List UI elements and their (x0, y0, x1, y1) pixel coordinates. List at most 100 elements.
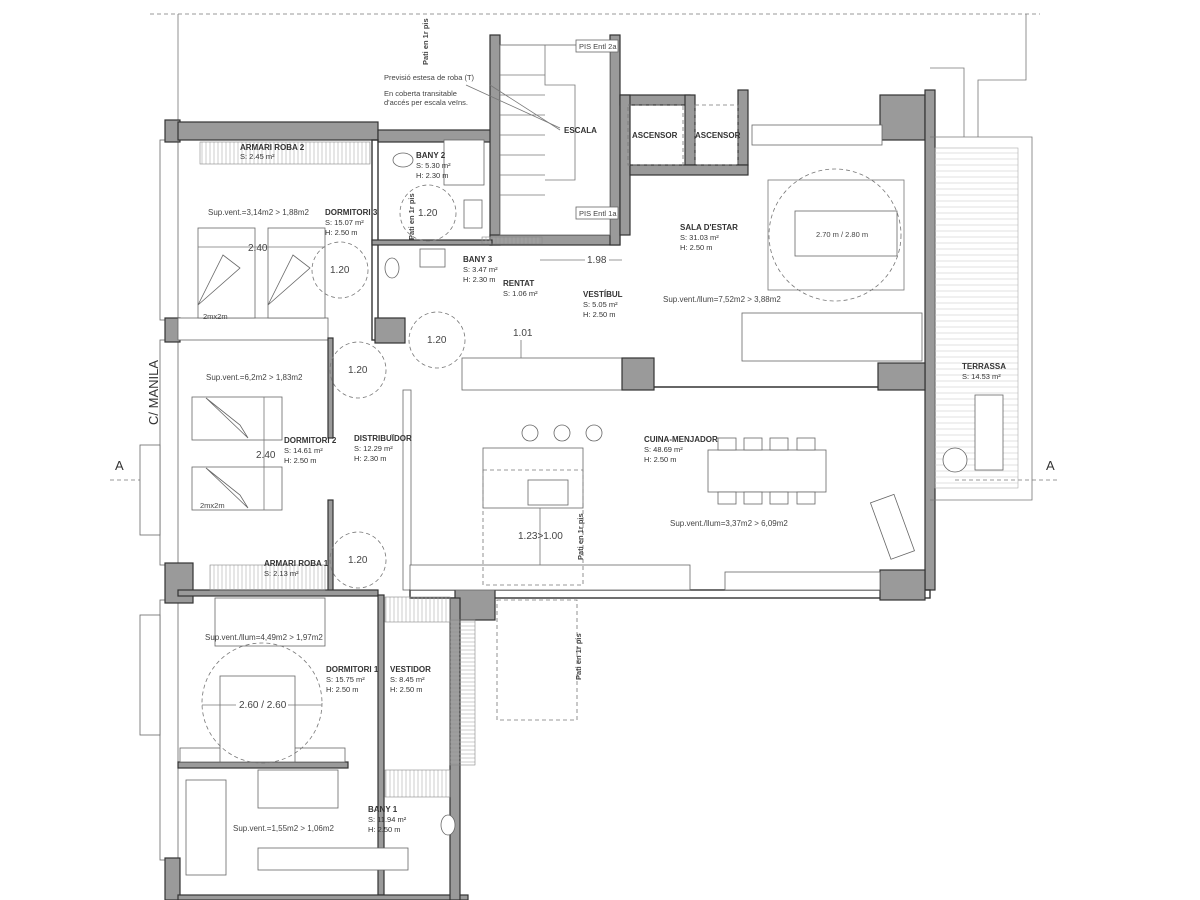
room-bany-3: BANY 3S: 3.47 m²H: 2.30 m (463, 255, 498, 284)
stool (553, 424, 571, 442)
pis-2a-label: PIS Entl 2a (579, 42, 617, 51)
dining-table (707, 449, 827, 493)
svg-text:DORMITORI 1: DORMITORI 1 (326, 665, 379, 674)
turning-circles (201, 184, 466, 764)
ventilation-note: Sup.vent.=3,14m2 > 1,88m2 (208, 208, 310, 217)
svg-text:SALA D'ESTAR: SALA D'ESTAR (680, 223, 738, 232)
svg-text:ARMARI ROBA 1: ARMARI ROBA 1 (264, 559, 329, 568)
pis-1a-tag (575, 206, 619, 220)
dimension-bg (236, 698, 288, 710)
svg-text:VESTIDOR: VESTIDOR (390, 665, 431, 674)
svg-text:DORMITORI 3: DORMITORI 3 (325, 208, 378, 217)
svg-text:S: 11.94 m²: S: 11.94 m² (368, 815, 407, 824)
bed-size-label: 2mx2m (200, 501, 225, 510)
bed-size-label: 2mx2m (203, 312, 228, 321)
svg-text:DORMITORI 2: DORMITORI 2 (284, 436, 337, 445)
elevator-1 (627, 104, 684, 166)
elevator-label: ASCENSOR (695, 131, 741, 140)
ventilation-note: Sup.vent.=6,2m2 > 1,83m2 (206, 373, 303, 382)
sideboard (751, 124, 883, 146)
pis-2a-tag (575, 39, 619, 53)
svg-text:H: 2.30 m: H: 2.30 m (416, 171, 449, 180)
pati-label: Pati en 1r pis (407, 193, 416, 240)
dimension-label: 1.20 (330, 265, 350, 276)
ventilation-note: Sup.vent./llum=4,49m2 > 1,97m2 (205, 633, 323, 642)
section-marker-right: A (1046, 458, 1055, 473)
svg-text:S: 3.47 m²: S: 3.47 m² (463, 265, 498, 274)
svg-text:S: 12.29 m²: S: 12.29 m² (354, 444, 393, 453)
svg-text:S: 15.75 m²: S: 15.75 m² (326, 675, 365, 684)
room-dormitori-2: DORMITORI 2S: 14.61 m²H: 2.50 m (284, 436, 337, 465)
svg-text:S: 31.03 m²: S: 31.03 m² (680, 233, 719, 242)
stool (585, 424, 603, 442)
street-label: C/ MANILA (146, 360, 161, 425)
ventilation-note: Sup.vent.=1,55m2 > 1,06m2 (233, 824, 335, 833)
svg-text:H: 2.30 m: H: 2.30 m (354, 454, 387, 463)
roof-note-2: d'accés per escala veïns. (384, 98, 468, 107)
clothesline-note: Previsió estesa de roba (T) (384, 73, 475, 82)
dressing-shelf-top (384, 596, 451, 623)
svg-text:BANY 3: BANY 3 (463, 255, 493, 264)
svg-text:H: 2.50 m: H: 2.50 m (325, 228, 358, 237)
dimension-label: 1.20 (418, 208, 438, 219)
rug-circle (768, 168, 902, 302)
pati-label: Pati en 1r pis (574, 633, 583, 680)
svg-text:S: 48.69 m²: S: 48.69 m² (644, 445, 683, 454)
svg-text:S: 14.61 m²: S: 14.61 m² (284, 446, 323, 455)
dimension-label: 2.40 (256, 450, 276, 461)
wardrobe-1 (209, 564, 326, 591)
dimension-label: 1.20 (427, 335, 447, 346)
desk (214, 597, 326, 647)
section-marker-left: A (115, 458, 124, 473)
svg-text:BANY 2: BANY 2 (416, 151, 446, 160)
svg-text:S: 8.45 m²: S: 8.45 m² (390, 675, 425, 684)
armchair (869, 493, 915, 560)
dining-chairs (717, 437, 816, 505)
sofa (741, 312, 923, 362)
pati-outline-lower (496, 599, 578, 721)
svg-text:RENTAT: RENTAT (503, 279, 534, 288)
svg-text:S: 15.07 m²: S: 15.07 m² (325, 218, 364, 227)
dressing-shelf-bottom (384, 769, 451, 798)
dimension-label: 1.20 (348, 365, 368, 376)
terrace (930, 14, 1033, 501)
svg-text:S: 2.45 m²: S: 2.45 m² (240, 152, 275, 161)
svg-text:TERRASSA: TERRASSA (962, 362, 1006, 371)
roof-note-1: En coberta transitable (384, 89, 457, 98)
beds-dormitori-2 (191, 396, 283, 511)
svg-text:H: 2.50 m: H: 2.50 m (368, 825, 401, 834)
svg-text:ARMARI ROBA 2: ARMARI ROBA 2 (240, 143, 305, 152)
pati-label: Pati en 1r pis (576, 513, 585, 560)
svg-text:S: 2.13 m²: S: 2.13 m² (264, 569, 299, 578)
dimension-label: 1.20 (348, 555, 368, 566)
room-dormitori-1: DORMITORI 1S: 15.75 m²H: 2.50 m (326, 665, 379, 694)
stool (521, 424, 539, 442)
dressing-shelf-side (449, 619, 476, 766)
dimension-label: 1.01 (513, 328, 533, 339)
rug-size-label: 2.70 m / 2.80 m (816, 230, 868, 239)
svg-text:S: 5.05 m²: S: 5.05 m² (583, 300, 618, 309)
room-bany-1: BANY 1S: 11.94 m²H: 2.50 m (368, 805, 407, 834)
room-dormitori-3: DORMITORI 3S: 15.07 m²H: 2.50 m (325, 208, 378, 237)
pis-1a-label: PIS Entl 1a (579, 209, 617, 218)
kitchen-counter (409, 564, 691, 591)
leader-line (465, 84, 561, 129)
pati-label: Pati en 1r pis (421, 18, 430, 65)
dimension-label: 1.98 (587, 255, 607, 266)
beds-dormitori-3 (197, 227, 326, 319)
bed-dormitori-1 (179, 675, 346, 763)
elevator-2 (694, 104, 739, 166)
dimension-label: 1.23>1.00 (518, 531, 563, 542)
bench (724, 571, 881, 591)
staircase (489, 44, 611, 236)
svg-text:S: 5.30 m²: S: 5.30 m² (416, 161, 451, 170)
dimension-label: 2.40 (248, 243, 268, 254)
